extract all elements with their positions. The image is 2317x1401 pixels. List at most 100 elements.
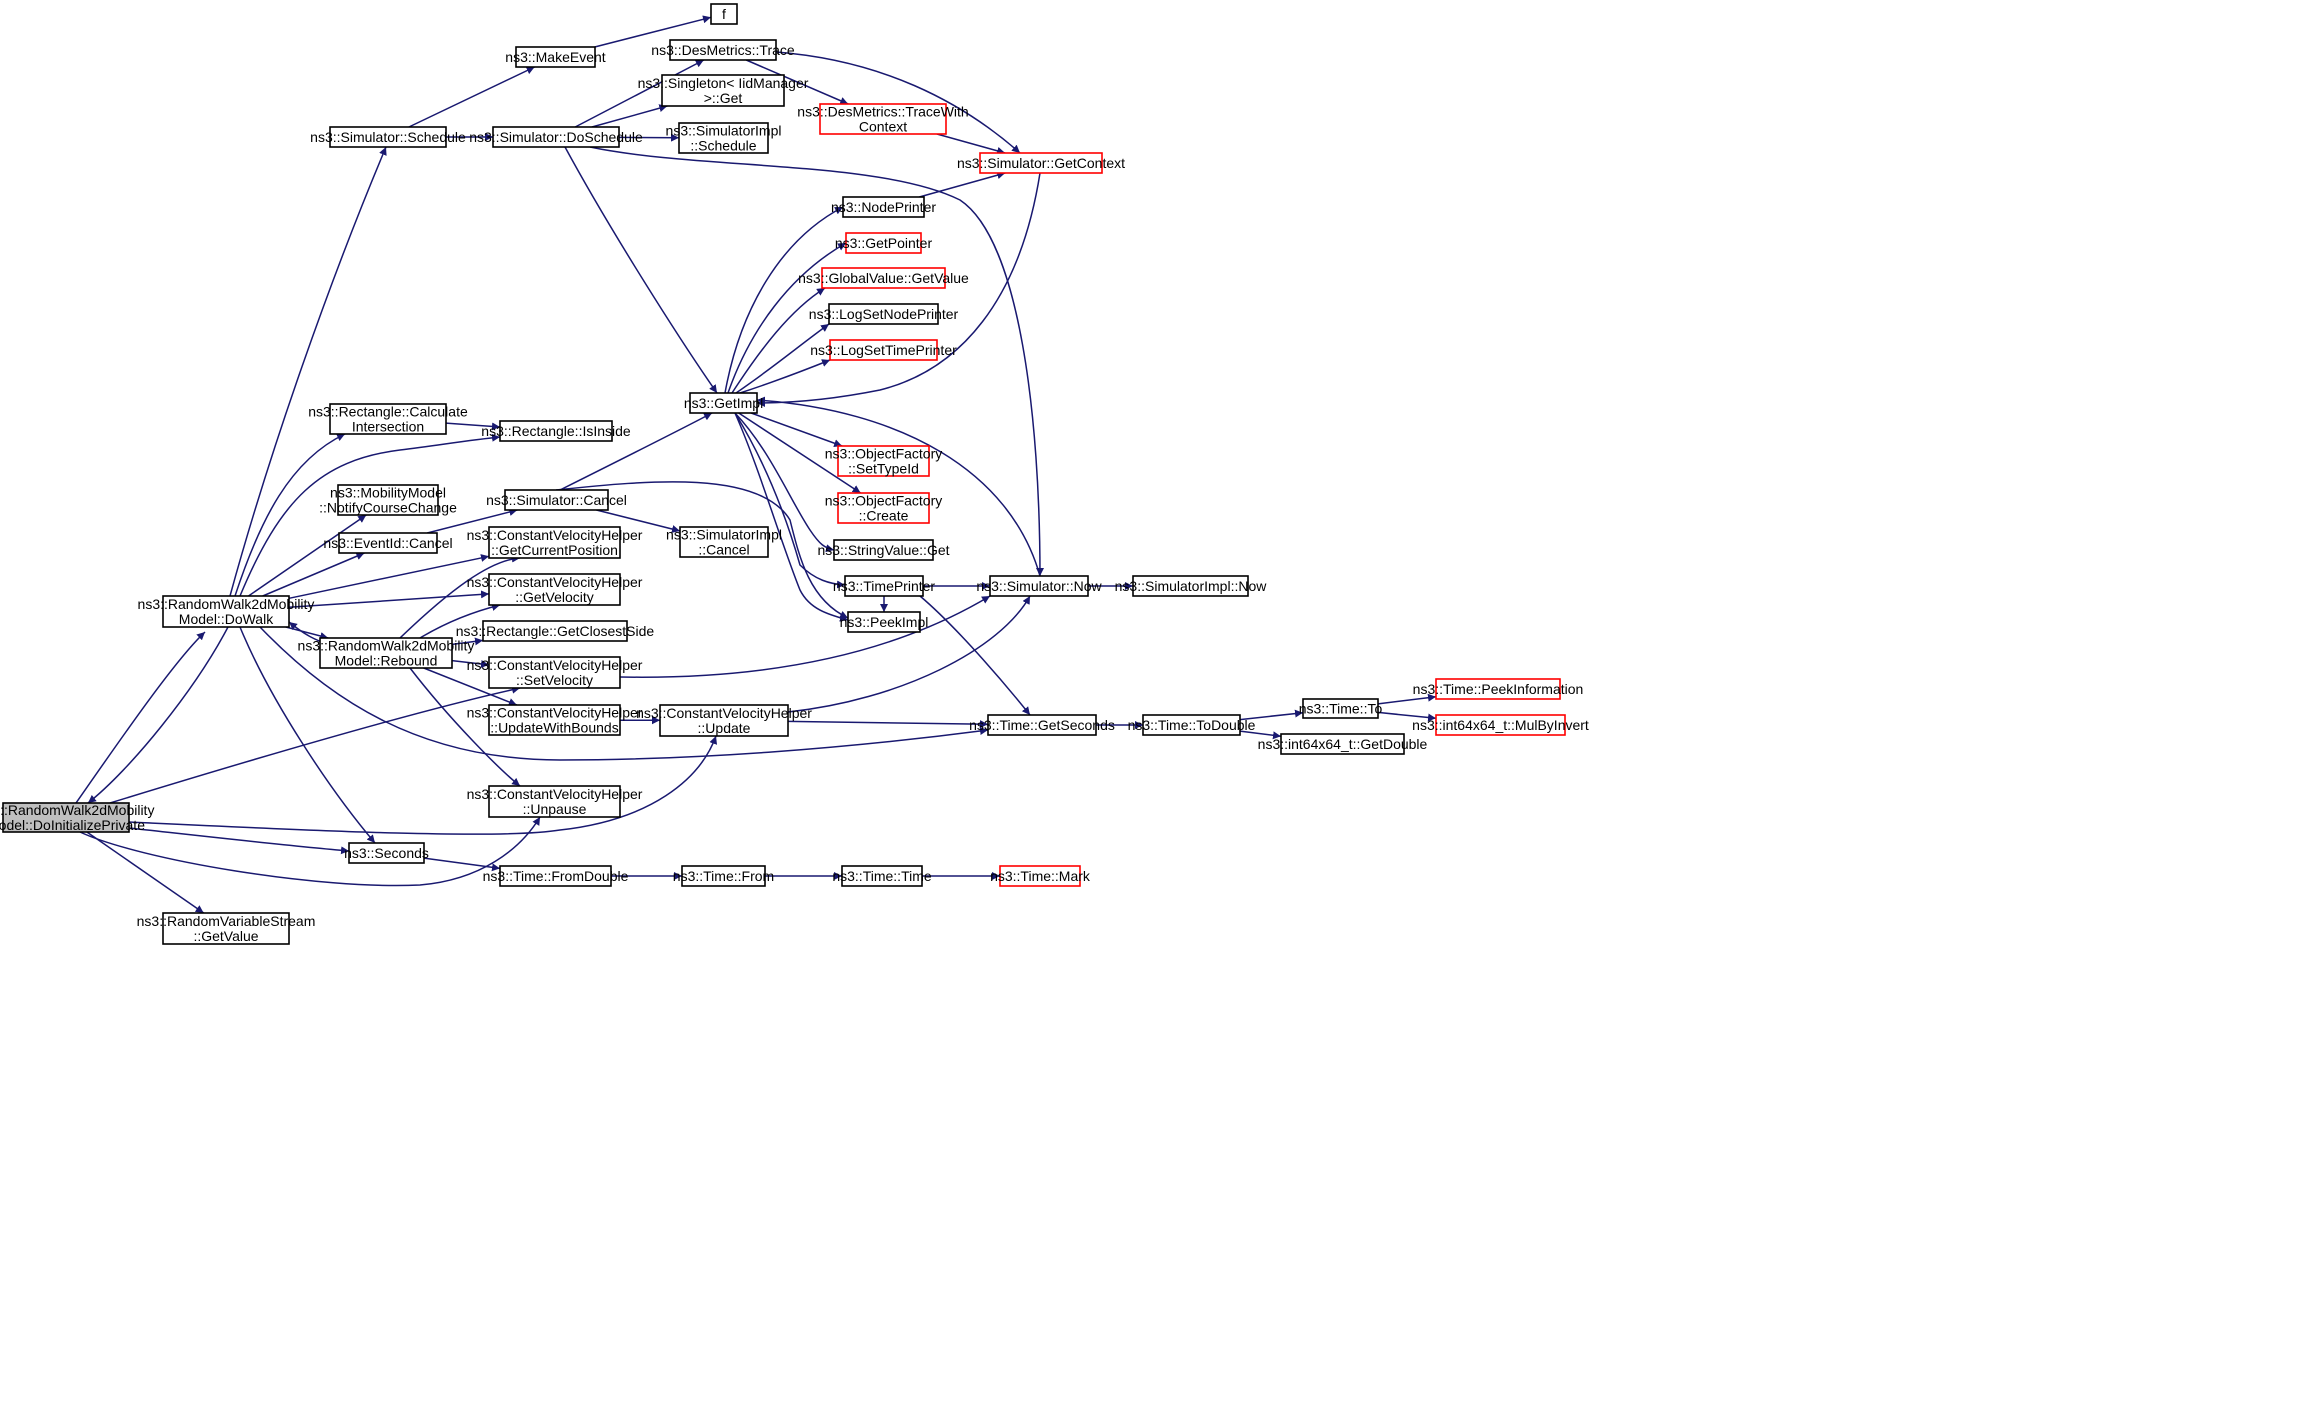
edge-arrow (128, 827, 350, 855)
node-box (337, 484, 439, 516)
node-cvhgetpos[interactable]: ns3::ConstantVelocityHelper::GetCurrentP… (467, 526, 643, 559)
node-box (1435, 678, 1561, 700)
node-todouble[interactable]: ns3::Time::ToDouble (1128, 714, 1256, 736)
edge-rectcalc-to-isinside (445, 422, 501, 431)
node-label: ns3::MakeEvent (505, 49, 605, 65)
node-eventcancel[interactable]: ns3::EventId::Cancel (323, 532, 453, 554)
node-timefrom[interactable]: ns3::Time::From (673, 865, 774, 887)
node-box (1142, 714, 1241, 736)
node-lognode[interactable]: ns3::LogSetNodePrinter (809, 303, 959, 325)
edge-arrow (445, 422, 501, 431)
edge-desmetrics-to-getcontext (775, 51, 1021, 154)
node-int64getdouble[interactable]: ns3::int64x64_t::GetDouble (1258, 733, 1428, 755)
node-simnow[interactable]: ns3::Simulator::Now (976, 575, 1103, 597)
node-timemark[interactable]: ns3::Time::Mark (990, 865, 1091, 887)
edge-arrow (559, 412, 713, 491)
node-fromdouble[interactable]: ns3::Time::FromDouble (483, 865, 629, 887)
node-ofcreate[interactable]: ns3::ObjectFactory::Create (825, 492, 943, 524)
node-box (488, 704, 621, 736)
edge-simcancel-to-implcancel (596, 509, 681, 533)
node-rvsget[interactable]: ns3::RandomVariableStream::GetValue (137, 912, 316, 945)
edge-getimpl-to-logtime (739, 359, 831, 394)
edge-doschedule-to-simnow (589, 146, 1044, 577)
node-cvhupdate[interactable]: ns3::ConstantVelocityHelper::Update (636, 704, 812, 737)
node-box (1280, 733, 1405, 755)
node-label: ::Cancel (698, 542, 749, 558)
node-getimpl[interactable]: ns3::GetImpl (684, 392, 763, 414)
edge-arrow (745, 59, 849, 105)
node-schedule[interactable]: ns3::Simulator::Schedule (310, 126, 466, 148)
node-makeevent[interactable]: ns3::MakeEvent (505, 46, 606, 68)
node-peekimpl[interactable]: ns3::PeekImpl (840, 611, 929, 633)
node-doinit[interactable]: ns3::RandomWalk2dMobilityModel::DoInitia… (0, 802, 154, 833)
node-timeprinter[interactable]: ns3::TimePrinter (833, 575, 936, 597)
node-simcancel[interactable]: ns3::Simulator::Cancel (486, 489, 627, 511)
edge-dowalk-to-mobnotify (248, 514, 367, 597)
node-settypeid[interactable]: ns3::ObjectFactory::SetTypeId (825, 445, 943, 477)
edge-arrow (399, 554, 521, 639)
node-globalvalue[interactable]: ns3::GlobalValue::GetValue (798, 267, 969, 289)
node-label: ::Schedule (690, 138, 756, 154)
node-getpointer[interactable]: ns3::GetPointer (835, 232, 933, 254)
node-label: ::UpdateWithBounds (490, 720, 618, 736)
node-label: ns3::int64x64_t::GetDouble (1258, 736, 1428, 752)
edge-arrow (619, 595, 991, 678)
node-label: ns3::LogSetNodePrinter (809, 306, 959, 322)
node-cvhgetvel[interactable]: ns3::ConstantVelocityHelper::GetVelocity (467, 573, 643, 606)
node-cvhupdbounds[interactable]: ns3::ConstantVelocityHelper::UpdateWithB… (467, 704, 643, 736)
node-mobnotify[interactable]: ns3::MobilityModel::NotifyCourseChange (319, 484, 457, 516)
node-box (837, 492, 930, 524)
node-doschedule[interactable]: ns3::Simulator::DoSchedule (469, 126, 643, 148)
node-label: ::NotifyCourseChange (319, 500, 457, 516)
node-label: ns3::DesMetrics::Trace (651, 42, 795, 58)
edge-arrow (1239, 730, 1282, 740)
edge-timeprinter-to-getseconds (919, 595, 1031, 716)
node-label: ns3::LogSetTimePrinter (810, 342, 957, 358)
node-getcontext[interactable]: ns3::Simulator::GetContext (957, 152, 1125, 174)
node-label: ns3::EventId::Cancel (323, 535, 452, 551)
edge-arrow (735, 323, 830, 394)
node-desmetrics[interactable]: ns3::DesMetrics::Trace (651, 39, 795, 61)
node-box (821, 267, 946, 289)
node-box (319, 637, 453, 669)
edge-arrow (234, 433, 346, 597)
node-stringget[interactable]: ns3::StringValue::Get (817, 539, 950, 561)
edge-timeto-to-mulbyinvert (1377, 711, 1437, 722)
node-cvhunpause[interactable]: ns3::ConstantVelocityHelper::Unpause (467, 785, 643, 818)
node-getseconds[interactable]: ns3::Time::GetSeconds (969, 714, 1115, 736)
edge-rebound-to-cvhsetvel (451, 659, 490, 668)
edge-seconds-to-fromdouble (423, 857, 501, 872)
node-peekinfo[interactable]: ns3::Time::PeekInformation (1413, 678, 1584, 700)
node-label: ns3::Simulator::DoSchedule (469, 129, 643, 145)
node-implnow[interactable]: ns3::SimulatorImpl::Now (1115, 575, 1268, 597)
node-nodeprinter[interactable]: ns3::NodePrinter (831, 196, 936, 218)
edge-cvhupdate-to-simnow (787, 595, 1031, 713)
edge-arrow (288, 590, 490, 609)
node-implcancel[interactable]: ns3::SimulatorImpl::Cancel (666, 526, 782, 558)
node-logtime[interactable]: ns3::LogSetTimePrinter (810, 339, 957, 361)
node-label: ns3::RandomWalk2dMobility (298, 638, 475, 654)
node-mulbyinvert[interactable]: ns3::int64x64_t::MulByInvert (1412, 714, 1589, 736)
node-f[interactable]: f (710, 3, 738, 25)
edge-getimpl-to-peekimpl (734, 412, 849, 622)
node-label: Model::DoInitializePrivate (0, 817, 145, 833)
node-box (999, 865, 1081, 887)
node-singleton[interactable]: ns3::Singleton< IidManager>::Get (638, 74, 809, 107)
node-timeto[interactable]: ns3::Time::To (1299, 698, 1383, 719)
edge-dowalk-to-isinside (239, 433, 501, 597)
node-isinside[interactable]: ns3::Rectangle::IsInside (481, 420, 631, 442)
node-box (2, 802, 130, 833)
node-cvhsetvel[interactable]: ns3::ConstantVelocityHelper::SetVelocity (467, 656, 643, 689)
node-seconds[interactable]: ns3::Seconds (344, 842, 429, 864)
edge-tracewith-to-getcontext (936, 133, 1006, 155)
node-box (329, 403, 447, 435)
node-timetime[interactable]: ns3::Time::Time (832, 865, 932, 887)
node-closestside[interactable]: ns3::Rectangle::GetClosestSide (456, 620, 655, 642)
edge-doschedule-to-getimpl (564, 146, 718, 394)
node-label: >::Get (704, 90, 743, 106)
node-implschedule[interactable]: ns3::SimulatorImpl::Schedule (666, 122, 782, 154)
